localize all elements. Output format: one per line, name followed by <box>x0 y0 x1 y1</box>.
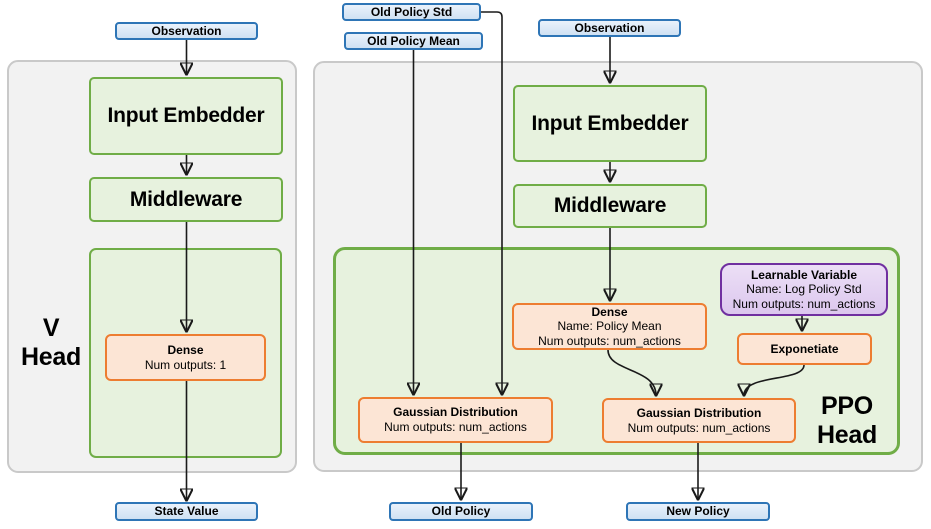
middleware-label-v: Middleware <box>129 187 243 211</box>
state-value-label: State Value <box>154 504 219 519</box>
gaussian-old-title: Gaussian Distribution <box>393 405 518 420</box>
dense-node-ppo: Dense Name: Policy Mean Num outputs: num… <box>512 303 707 350</box>
exponetiate-node: Exponetiate <box>737 333 872 365</box>
old-policy-mean-label: Old Policy Mean <box>367 33 460 48</box>
gaussian-new-title: Gaussian Distribution <box>636 405 762 420</box>
gaussian-new-num-outputs: Num outputs: num_actions <box>627 420 771 435</box>
ppo-head-label-line1: PPO <box>821 391 873 420</box>
observation-node-ppo: Observation <box>538 19 681 37</box>
dense-num-outputs-v: Num outputs: 1 <box>144 357 227 372</box>
exponetiate-label: Exponetiate <box>770 341 839 356</box>
old-policy-std-label: Old Policy Std <box>370 4 453 19</box>
gaussian-old-num-outputs: Num outputs: num_actions <box>384 420 527 434</box>
gaussian-distribution-new-node: Gaussian Distribution Num outputs: num_a… <box>602 398 796 443</box>
arrow-old-policy-std-to-gaussian-old <box>481 11 502 394</box>
gaussian-distribution-old-node: Gaussian Distribution Num outputs: num_a… <box>358 397 553 443</box>
observation-node-v: Observation <box>115 22 258 40</box>
arrow-exponetiate-to-gaussian-new <box>744 364 805 395</box>
ppo-head-label-line2: Head <box>817 421 877 449</box>
learnable-variable-num-outputs: Num outputs: num_actions <box>732 296 876 311</box>
new-policy-label: New Policy <box>666 504 730 519</box>
dense-title-v: Dense <box>167 342 204 357</box>
ppo-head-label: PPO Head <box>806 392 888 450</box>
old-policy-node: Old Policy <box>389 502 533 521</box>
state-value-node: State Value <box>115 502 258 521</box>
input-embedder-label-ppo: Input Embedder <box>531 111 689 135</box>
learnable-variable-name: Name: Log Policy Std <box>746 282 862 297</box>
observation-label-ppo: Observation <box>574 20 645 35</box>
input-embedder-label-v: Input Embedder <box>107 104 265 128</box>
dense-name-ppo: Name: Policy Mean <box>557 319 662 334</box>
middleware-node-v: Middleware <box>89 177 283 222</box>
observation-label-v: Observation <box>151 23 222 38</box>
input-embedder-node-v: Input Embedder <box>89 77 283 155</box>
old-policy-label: Old Policy <box>431 504 491 519</box>
learnable-variable-title: Learnable Variable <box>750 267 858 282</box>
old-policy-std-node: Old Policy Std <box>342 3 481 21</box>
learnable-variable-node: Learnable Variable Name: Log Policy Std … <box>720 263 888 316</box>
old-policy-mean-node: Old Policy Mean <box>344 32 483 50</box>
arrow-dense-to-gaussian-new <box>607 349 656 395</box>
new-policy-node: New Policy <box>626 502 770 521</box>
input-embedder-node-ppo: Input Embedder <box>513 85 707 162</box>
dense-node-v: Dense Num outputs: 1 <box>105 334 266 381</box>
dense-num-outputs-ppo: Num outputs: num_actions <box>538 333 681 348</box>
middleware-node-ppo: Middleware <box>513 184 707 228</box>
middleware-label-ppo: Middleware <box>553 194 667 218</box>
v-head-label-line1: V <box>42 313 60 342</box>
v-head-label-line2: Head <box>21 343 81 371</box>
dense-title-ppo: Dense <box>591 304 628 319</box>
v-head-label: V Head <box>10 314 92 372</box>
